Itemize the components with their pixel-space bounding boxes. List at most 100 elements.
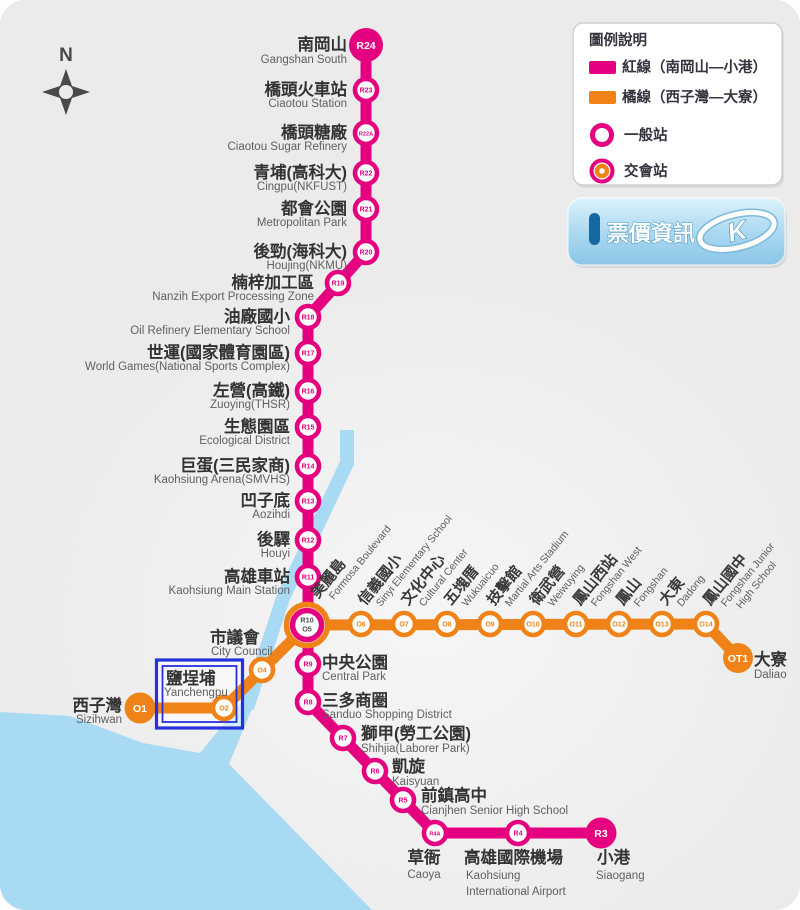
legend-box (572, 22, 783, 186)
station-R19-circle[interactable] (324, 269, 352, 297)
station-R7[interactable]: R7 (329, 724, 357, 752)
station-O1[interactable]: O1 (124, 692, 156, 724)
station-R4A[interactable]: R4A (421, 819, 449, 847)
station-R6-circle[interactable] (361, 757, 389, 785)
label-R6-zh: 凱旋 (392, 756, 426, 776)
station-R22A[interactable]: R22A (352, 119, 380, 147)
station-R15[interactable]: R15 (294, 413, 322, 441)
station-O4-circle[interactable] (248, 656, 276, 684)
station-R14[interactable]: R14 (294, 452, 322, 480)
station-R12-circle[interactable] (294, 526, 322, 554)
station-O5-code: O5 (302, 625, 312, 634)
station-O4[interactable]: O4 (248, 656, 276, 684)
station-O2[interactable]: O2 (210, 694, 238, 722)
station-O10[interactable]: O10 (519, 610, 547, 638)
station-R3-circle[interactable] (585, 817, 617, 849)
station-R3[interactable]: R3 (585, 817, 617, 849)
station-R20-circle[interactable] (352, 238, 380, 266)
station-O2-circle[interactable] (210, 694, 238, 722)
station-R14-circle[interactable] (294, 452, 322, 480)
station-O7[interactable]: O7 (390, 610, 418, 638)
legend-orange-line-label: 橘線（西子灣—大寮） (621, 88, 767, 106)
station-O9[interactable]: O9 (476, 610, 504, 638)
label-R23-zh: 橋頭火車站 (265, 79, 348, 99)
station-R11-circle[interactable] (294, 563, 322, 591)
station-R20[interactable]: R20 (352, 238, 380, 266)
station-R18-circle[interactable] (294, 303, 322, 331)
label-OT1-en: Daliao (754, 669, 787, 681)
station-O14[interactable]: O14 (692, 610, 720, 638)
station-O14-code: O14 (699, 622, 712, 629)
station-O11-circle[interactable] (562, 610, 590, 638)
station-O10-circle[interactable] (519, 610, 547, 638)
station-R8-circle[interactable] (294, 688, 322, 716)
label-R4-en: Kaohsiung (466, 870, 520, 882)
station-R16-circle[interactable] (294, 377, 322, 405)
station-R5[interactable]: R5 (389, 786, 417, 814)
station-R18[interactable]: R18 (294, 303, 322, 331)
station-O1-circle[interactable] (124, 692, 156, 724)
station-R4[interactable]: R4 (504, 819, 532, 847)
station-R9[interactable]: R9 (294, 650, 322, 678)
station-O6[interactable]: O6 (347, 610, 375, 638)
station-R24-circle[interactable] (349, 28, 383, 62)
station-R17[interactable]: R17 (294, 339, 322, 367)
station-R4-circle[interactable] (504, 819, 532, 847)
station-O6-circle[interactable] (347, 610, 375, 638)
station-R23[interactable]: R23 (352, 76, 380, 104)
station-O11[interactable]: O11 (562, 610, 590, 638)
station-O13-code: O13 (655, 622, 668, 629)
label-O2-en: Yanchengpu (164, 687, 228, 699)
label-R14-en: Kaohsiung Arena(SMVHS) (154, 474, 290, 486)
station-R11[interactable]: R11 (294, 563, 322, 591)
station-OT1-circle[interactable] (723, 643, 753, 673)
station-R22A-circle[interactable] (352, 119, 380, 147)
station-R10-O5-inner-ring[interactable] (289, 607, 325, 643)
station-O12[interactable]: O12 (605, 610, 633, 638)
station-R16[interactable]: R16 (294, 377, 322, 405)
station-R24[interactable]: R24 (349, 28, 383, 62)
station-R8-code: R8 (304, 700, 313, 707)
station-R17-circle[interactable] (294, 339, 322, 367)
station-R6[interactable]: R6 (361, 757, 389, 785)
station-R5-circle[interactable] (389, 786, 417, 814)
station-R10-O5-interchange[interactable]: R10 O5 (283, 601, 331, 649)
station-R12[interactable]: R12 (294, 526, 322, 554)
station-R16-code: R16 (302, 389, 315, 396)
station-O12-circle[interactable] (605, 610, 633, 638)
fare-info-button[interactable]: 票價資訊 K (567, 197, 787, 268)
station-O13[interactable]: O13 (648, 610, 676, 638)
red-line-labels: 南岡山 Gangshan South 橋頭火車站 Ciaotou Station… (85, 34, 645, 898)
station-R8[interactable]: R8 (294, 688, 322, 716)
station-O14-circle[interactable] (692, 610, 720, 638)
station-R13[interactable]: R13 (294, 487, 322, 515)
label-R24-en: Gangshan South (261, 54, 347, 66)
label-R19-zh: 楠梓加工區 (232, 272, 315, 292)
station-R22[interactable]: R22 (352, 159, 380, 187)
station-R4A-circle[interactable] (421, 819, 449, 847)
station-O8[interactable]: O8 (433, 610, 461, 638)
legend: 圖例說明 紅線（南岡山—小港） 橘線（西子灣—大寮） 一般站 交會站 (572, 22, 784, 188)
station-O7-circle[interactable] (390, 610, 418, 638)
station-OT1-code: OT1 (728, 653, 749, 665)
station-O9-circle[interactable] (476, 610, 504, 638)
station-R19-code: R19 (332, 281, 345, 288)
station-R21[interactable]: R21 (352, 195, 380, 223)
station-R21-circle[interactable] (352, 195, 380, 223)
station-R22-circle[interactable] (352, 159, 380, 187)
label-R15-zh: 生態園區 (224, 416, 290, 436)
station-R22A-code: R22A (359, 132, 373, 138)
station-O13-circle[interactable] (648, 610, 676, 638)
station-R7-circle[interactable] (329, 724, 357, 752)
station-R15-circle[interactable] (294, 413, 322, 441)
station-O8-circle[interactable] (433, 610, 461, 638)
station-R23-circle[interactable] (352, 76, 380, 104)
orange-line-labels: 西子灣 Sizihwan 鹽埕埔 Yanchengpu 市議會 City Cou… (73, 627, 788, 726)
compass: N (42, 45, 90, 115)
label-R22A-zh: 橋頭糖廠 (281, 122, 348, 142)
station-OT1[interactable]: OT1 (723, 643, 753, 673)
station-R9-circle[interactable] (294, 650, 322, 678)
station-R13-circle[interactable] (294, 487, 322, 515)
station-R19[interactable]: R19 (324, 269, 352, 297)
